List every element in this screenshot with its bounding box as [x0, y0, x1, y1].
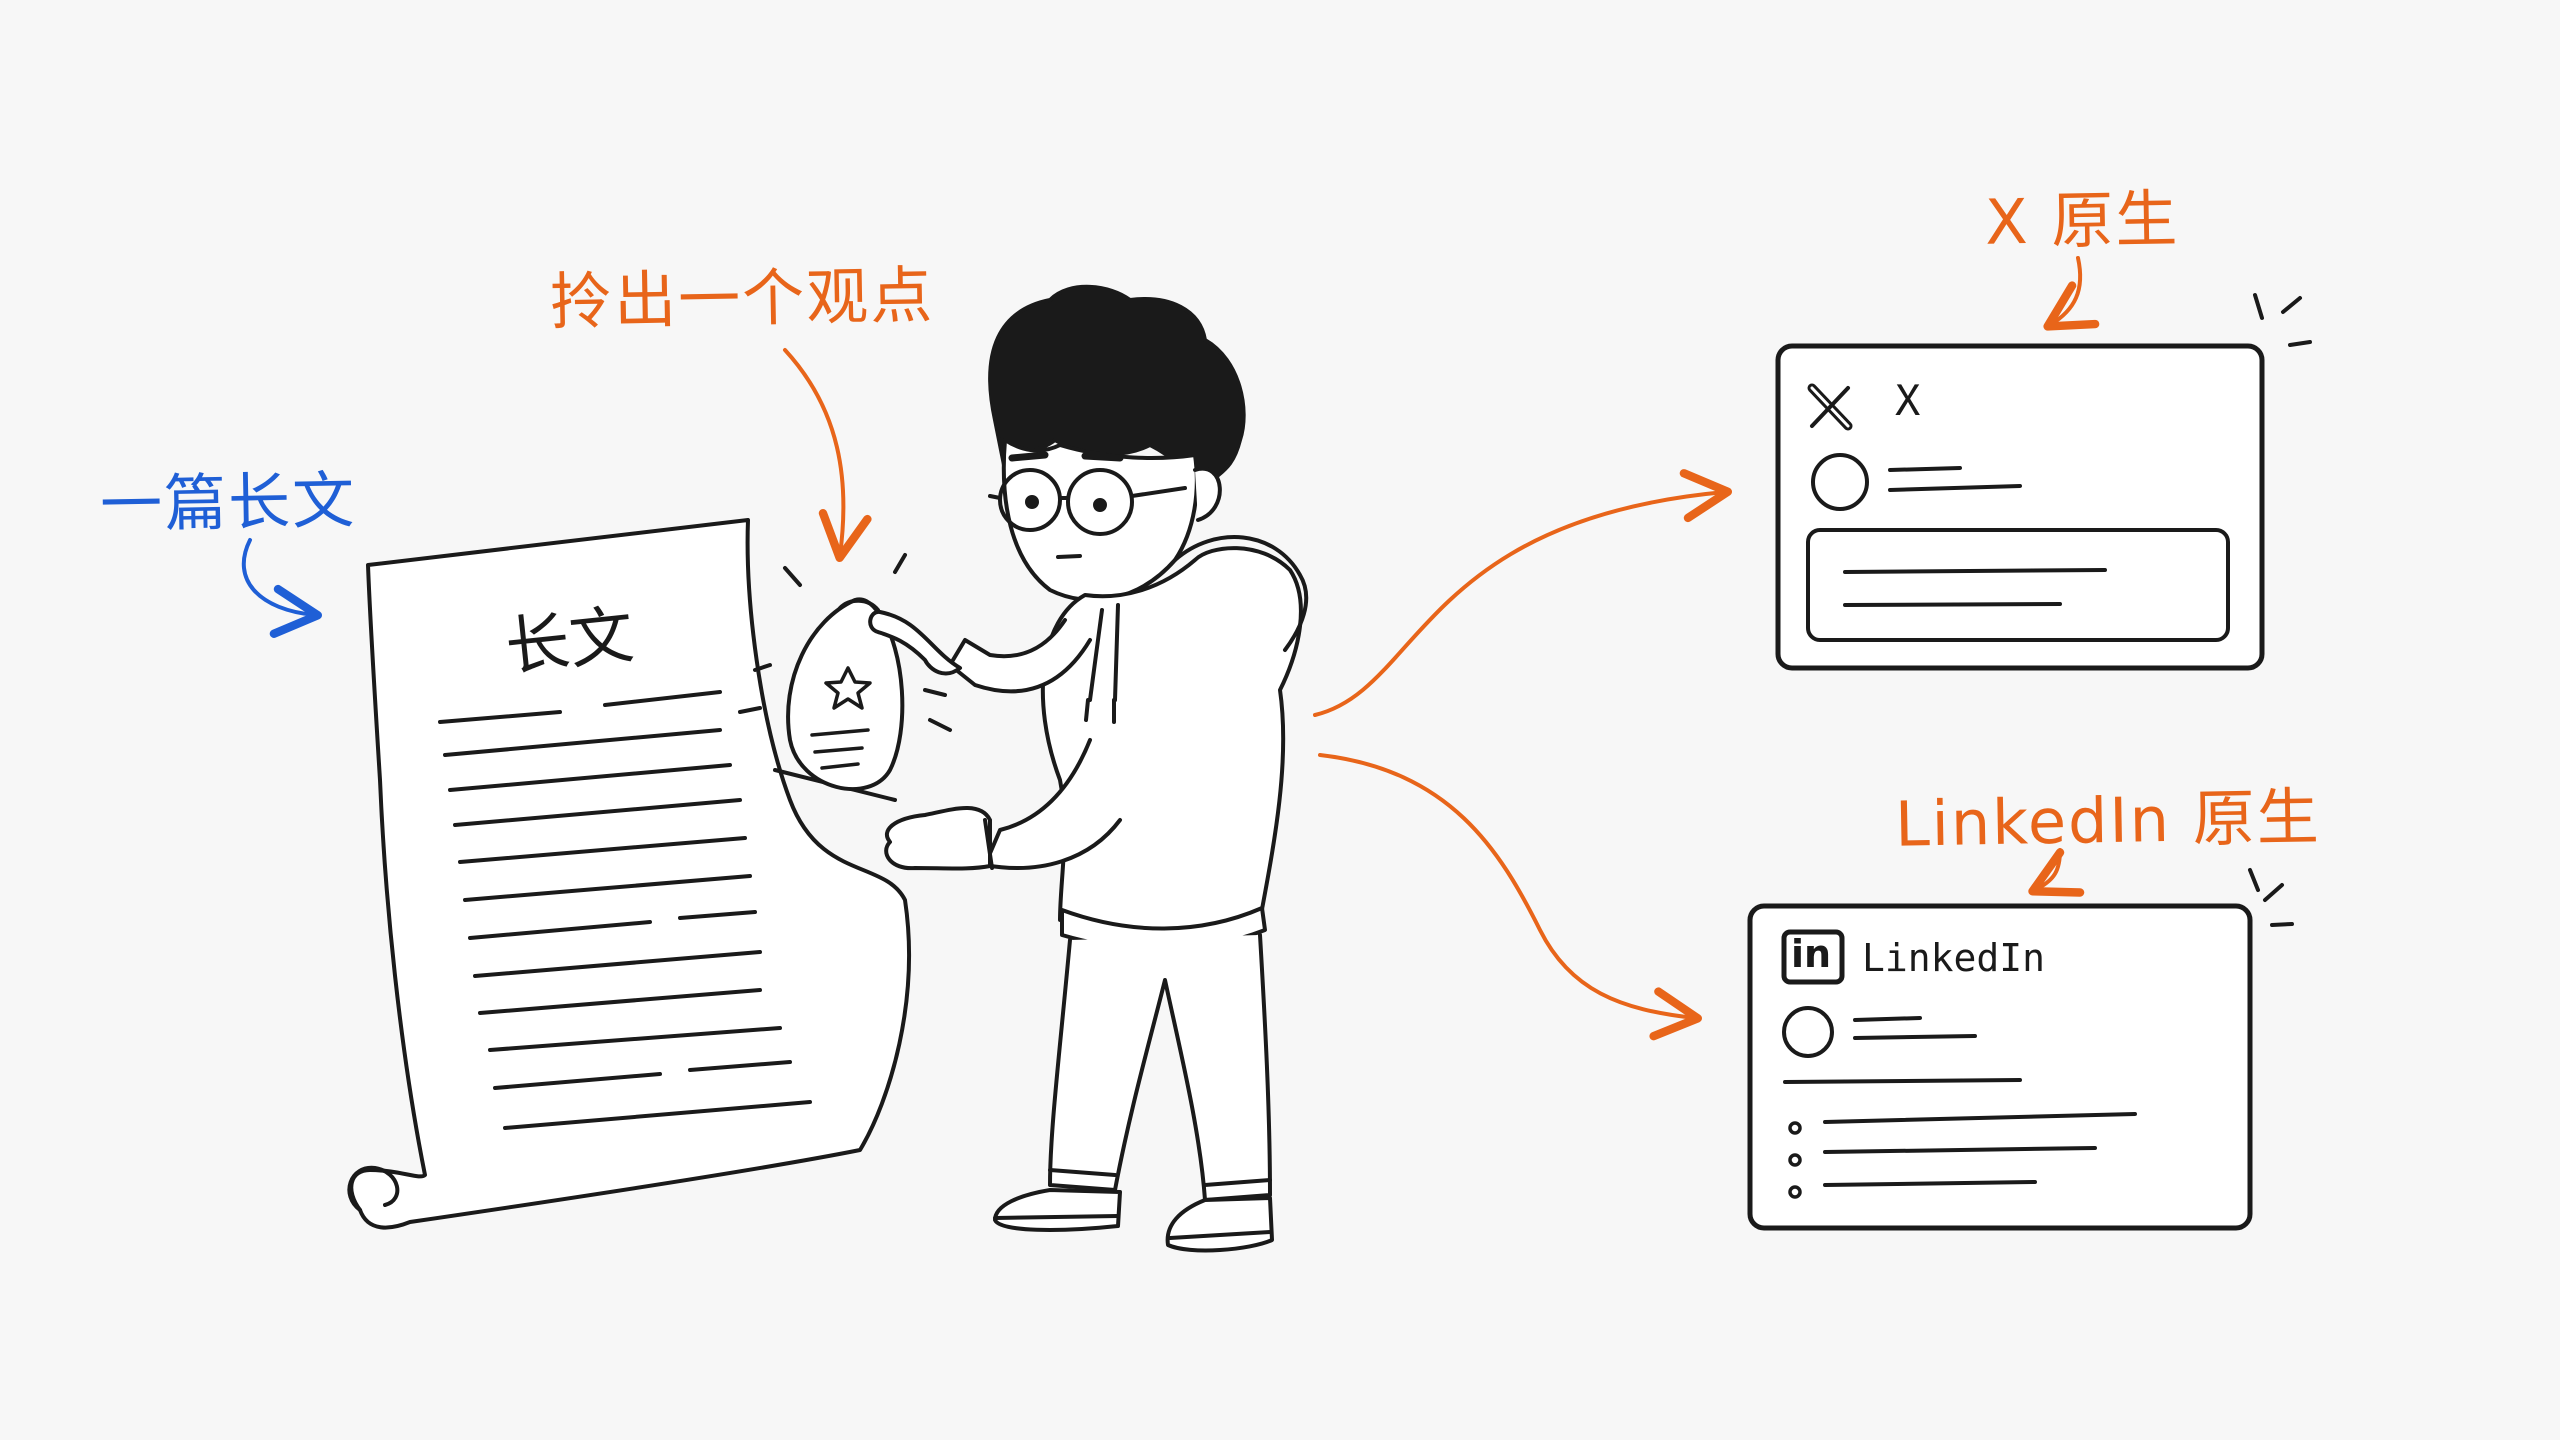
linkedin-card-avatar	[1782, 1006, 1834, 1058]
linkedin-native-label: LinkedIn 原生	[1894, 780, 2322, 861]
trousers	[1048, 933, 1272, 1202]
x-card-avatar	[1811, 453, 1869, 511]
linkedin-label-arrow	[2028, 848, 2085, 897]
arrow-to-linkedin-card	[1318, 753, 1702, 1041]
right-shoe	[1165, 1196, 1274, 1253]
scroll-text-lines	[438, 690, 812, 1130]
linkedin-card	[1747, 868, 2294, 1231]
x-label-arrow	[2043, 256, 2100, 331]
long-article-scroll	[347, 518, 911, 1230]
arrow-to-x-card	[1313, 469, 1732, 717]
x-native-label: X 原生	[1984, 182, 2180, 259]
linkedin-card-label: LinkedIn	[1862, 936, 2046, 980]
linkedin-bullet-list	[1788, 1112, 2137, 1199]
idea-bag	[738, 553, 952, 792]
x-card-content-box	[1806, 528, 2230, 642]
left-shoe	[993, 1188, 1122, 1232]
hoodie	[1040, 546, 1303, 937]
pick-arrow	[783, 348, 872, 562]
glasses-right-lens	[1066, 468, 1134, 536]
x-card-sparkle	[2253, 293, 2312, 347]
x-card-label: X	[1895, 376, 1921, 425]
star-icon	[824, 666, 872, 710]
x-logo-icon	[1807, 383, 1853, 431]
pick-view-label: 拎出一个观点	[549, 258, 935, 339]
long-article-label: 一篇长文	[99, 463, 357, 542]
linkedin-logo-box	[1781, 929, 1845, 985]
person-illustration	[868, 284, 1309, 1253]
document-title: 长文	[502, 598, 638, 686]
blue-arrow	[241, 538, 322, 638]
x-card	[1775, 293, 2312, 671]
linkedin-card-sparkle	[2248, 868, 2294, 927]
raised-arm	[948, 618, 1092, 694]
linkedin-logo-text: in	[1791, 932, 1832, 976]
